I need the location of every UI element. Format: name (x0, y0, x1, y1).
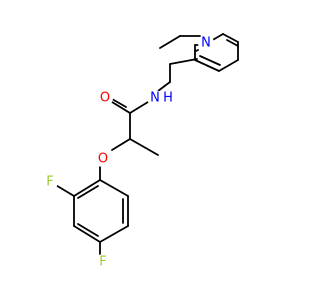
label-backdrop (147, 90, 163, 106)
bond (157, 81, 171, 92)
bond (129, 138, 159, 156)
bond (199, 55, 221, 66)
bond (218, 59, 239, 72)
bond (222, 33, 239, 43)
bond (111, 138, 131, 151)
bond (77, 223, 99, 237)
bond (73, 225, 101, 243)
amide-oxygen-label: O (100, 91, 110, 106)
fluorine-ortho-label: F (46, 175, 53, 190)
label-backdrop (42, 174, 58, 190)
bond (194, 59, 220, 72)
bond (169, 58, 198, 65)
bond (73, 179, 101, 197)
bond (77, 185, 99, 199)
ring-nitrogen-label: N (201, 36, 211, 51)
bond (159, 35, 181, 49)
atom-labels: N O N H O F F (42, 35, 214, 270)
fluorine-para-label: F (99, 255, 106, 270)
molecule-structure: N O N H O F F (42, 33, 239, 270)
label-backdrop (95, 254, 111, 270)
bonds (53, 33, 239, 258)
bond (99, 179, 129, 197)
bond (99, 225, 129, 243)
label-backdrop (162, 92, 174, 104)
bond (129, 101, 149, 114)
label-backdrop (198, 35, 214, 51)
label-backdrop (95, 151, 111, 167)
amide-hydrogen-label: H (163, 91, 173, 106)
bond (195, 49, 199, 52)
bond (226, 39, 239, 47)
bond (53, 183, 75, 197)
bond (111, 98, 127, 108)
bond (111, 101, 131, 114)
ether-oxygen-label: O (98, 152, 108, 167)
amide-nitrogen-label: N (150, 91, 160, 106)
label-backdrop (97, 90, 113, 106)
